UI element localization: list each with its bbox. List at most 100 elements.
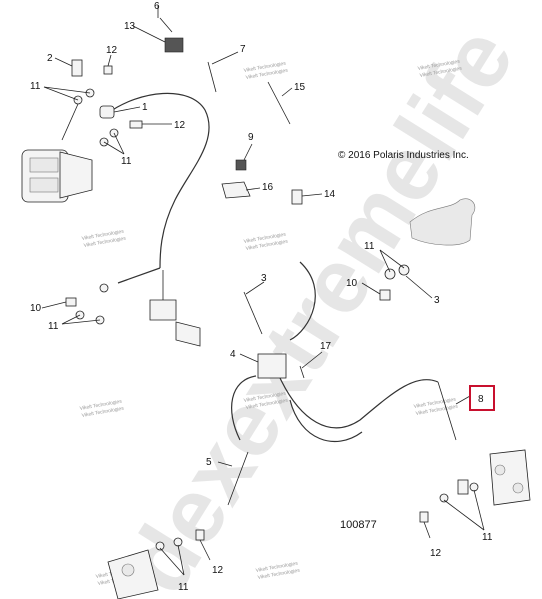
part-9-nut — [235, 159, 247, 171]
leader — [217, 461, 233, 467]
callout-12: 12 — [212, 565, 224, 576]
callout-11: 11 — [48, 321, 59, 332]
leader — [107, 54, 112, 67]
callout-3: 3 — [261, 273, 267, 284]
leader — [132, 25, 166, 43]
caliper-piston — [29, 157, 59, 173]
leader — [423, 521, 431, 539]
callout-10: 10 — [346, 278, 358, 289]
caliper-bolt — [512, 482, 524, 494]
switch-connector — [175, 321, 201, 347]
callout-13: 13 — [124, 21, 136, 32]
rear-left-caliper — [107, 549, 159, 599]
callout-15: 15 — [294, 82, 306, 93]
part-10-bolt — [65, 297, 77, 307]
part-12-bolt — [129, 120, 143, 129]
highlight-box — [469, 385, 495, 411]
brake-hoses — [107, 92, 439, 442]
upper-curve — [289, 261, 316, 341]
leader — [361, 282, 381, 295]
figure-number: 100877 — [340, 519, 377, 531]
leader — [113, 132, 125, 155]
part-1-banjo — [99, 105, 115, 119]
part-2-bleeder — [71, 59, 83, 77]
leader — [243, 143, 253, 161]
leader — [301, 193, 323, 197]
callout-11: 11 — [482, 532, 493, 543]
leader — [239, 353, 259, 363]
leader — [177, 544, 185, 576]
part-14-clip — [291, 189, 303, 205]
part-10-bolt — [379, 289, 391, 301]
leader — [245, 281, 265, 295]
copyright-text: © 2016 Polaris Industries Inc. — [338, 150, 469, 161]
front-brake-hose — [107, 92, 210, 269]
callout-12: 12 — [430, 548, 442, 559]
part-7-rod — [207, 61, 217, 93]
loop-left — [231, 375, 257, 441]
master-cylinder — [409, 198, 476, 246]
leader — [61, 103, 79, 141]
leader — [281, 87, 293, 97]
master-cylinder-body — [409, 198, 476, 246]
leader — [41, 301, 67, 309]
part-13-clip — [164, 37, 184, 53]
callout-17: 17 — [320, 341, 332, 352]
part-16-clamp — [221, 181, 251, 199]
callout-14: 14 — [324, 189, 336, 200]
caliper-body — [107, 549, 159, 599]
washer — [398, 264, 410, 276]
leader — [113, 106, 141, 113]
leader — [61, 319, 101, 325]
parts — [65, 17, 479, 551]
callout-7: 7 — [240, 44, 246, 55]
callout-10: 10 — [30, 303, 42, 314]
washer — [439, 493, 449, 503]
rear-brake-hose — [279, 377, 439, 429]
front-hose-lower — [117, 267, 161, 284]
part-4-block — [257, 353, 287, 379]
callout-11: 11 — [178, 582, 189, 593]
washer — [469, 482, 479, 492]
callout-3: 3 — [434, 295, 440, 306]
caliper-bracket — [59, 151, 93, 199]
leader — [301, 351, 323, 369]
callout-12: 12 — [106, 45, 118, 56]
caliper-body — [489, 449, 531, 506]
callout-8: 8 — [478, 394, 484, 405]
leader-lines — [41, 5, 485, 576]
leader — [379, 249, 391, 273]
leader — [43, 86, 91, 94]
callout-2: 2 — [47, 53, 53, 64]
leader — [61, 314, 81, 325]
leader — [473, 489, 485, 531]
callout-labels: 6 13 2 12 11 1 12 11 7 15 9 16 14 © 2016… — [30, 1, 495, 593]
washer — [173, 537, 183, 547]
leader — [245, 187, 261, 191]
callout-4: 4 — [230, 349, 236, 360]
part-6-bolt — [159, 17, 173, 33]
part-12-bolt — [195, 529, 205, 541]
leader — [54, 57, 73, 67]
callout-12: 12 — [174, 120, 186, 131]
callout-9: 9 — [248, 132, 254, 143]
washer — [155, 541, 165, 551]
callout-1: 1 — [142, 102, 148, 113]
lower-right-hose — [289, 399, 363, 442]
leader — [405, 275, 433, 299]
callout-16: 16 — [262, 182, 274, 193]
caliper-piston — [29, 177, 59, 193]
part-15-rod — [267, 81, 291, 125]
leader — [159, 547, 185, 576]
part-8-line — [437, 381, 457, 441]
part-12-bolt — [103, 65, 113, 75]
caliper-bolt — [121, 563, 135, 577]
leader — [103, 141, 125, 155]
leader — [43, 86, 79, 101]
leader — [211, 51, 239, 65]
part-3-line — [243, 291, 263, 335]
callout-11: 11 — [364, 241, 375, 252]
callout-11: 11 — [30, 81, 41, 92]
part-5-line — [227, 451, 249, 506]
